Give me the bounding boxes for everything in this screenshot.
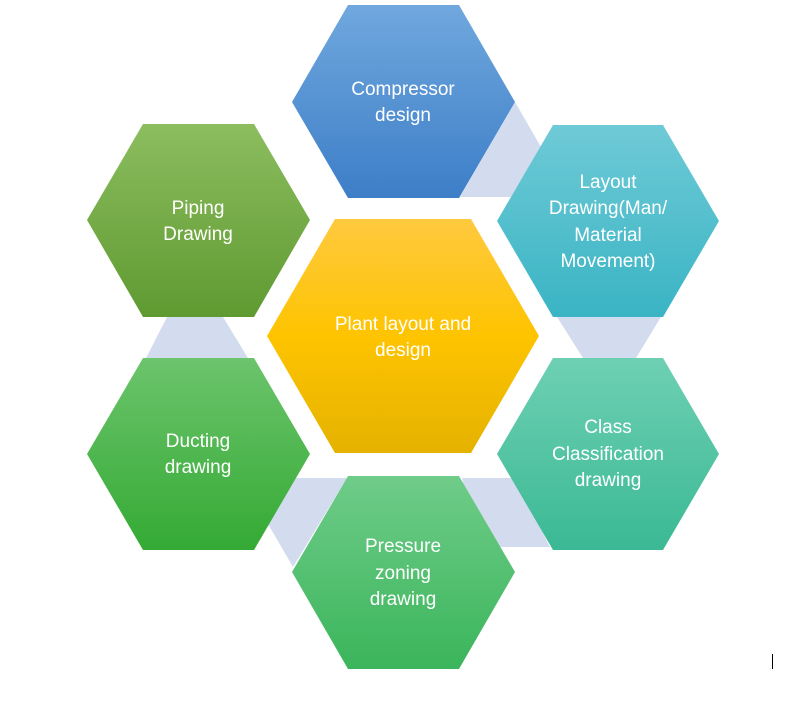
connector-layout-class <box>557 317 661 358</box>
text-cursor <box>772 654 773 669</box>
connector-pressure-ducting <box>268 478 347 567</box>
connector-compressor-layout <box>460 102 541 197</box>
connector-ducting-piping <box>146 317 248 358</box>
